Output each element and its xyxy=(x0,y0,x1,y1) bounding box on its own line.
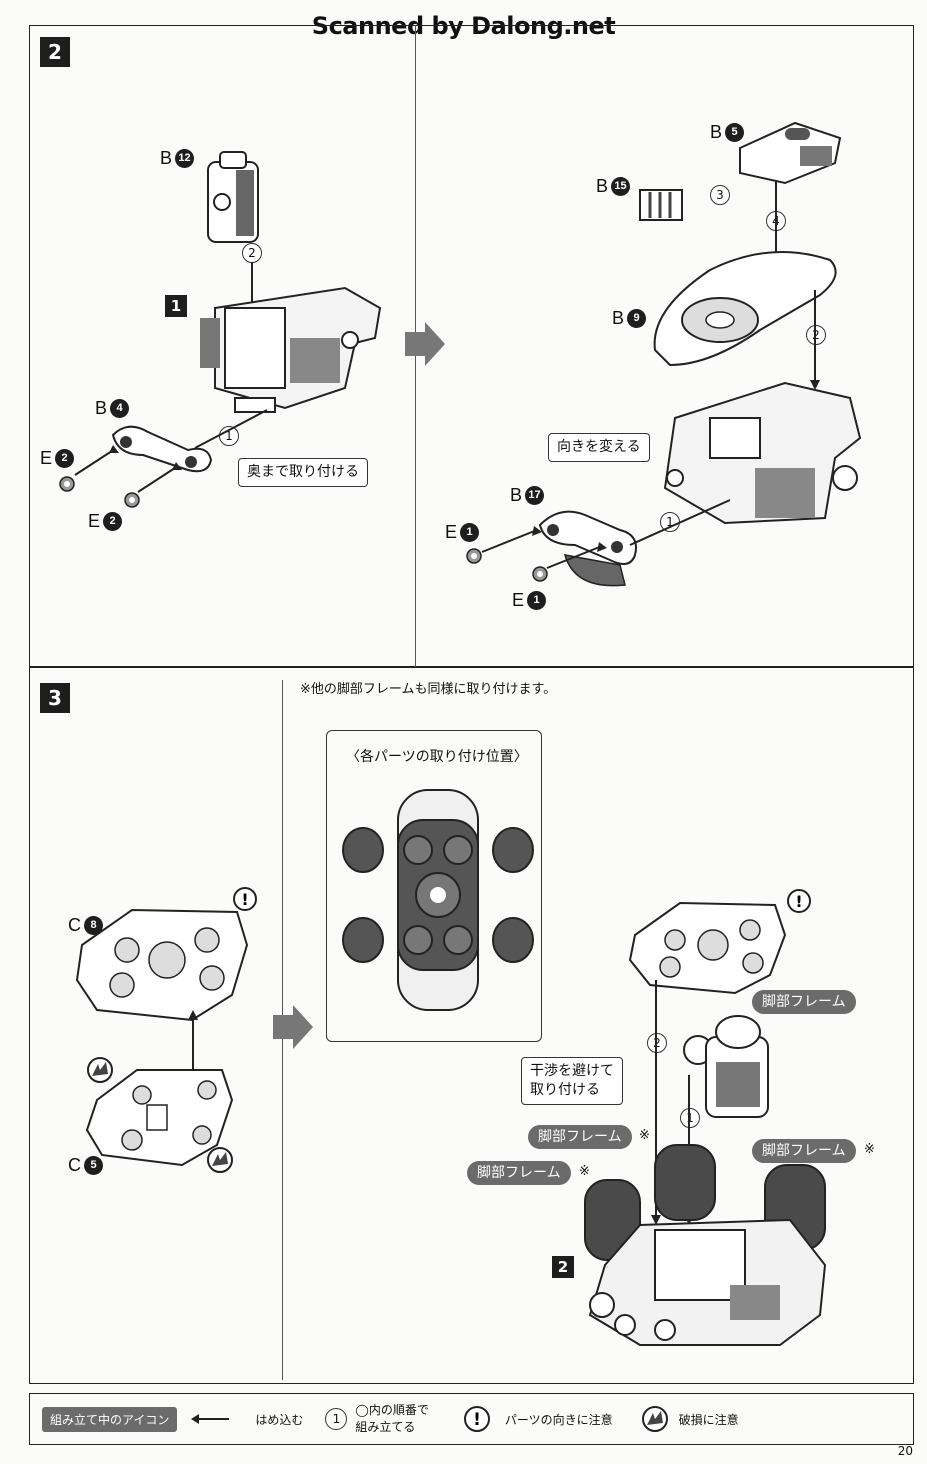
legend-press-fit: はめ込む xyxy=(255,1412,304,1427)
breakage-caution-legend-icon xyxy=(641,1406,668,1432)
part-b15-drawing xyxy=(639,189,683,221)
leg-frame-drawing-top xyxy=(683,1015,769,1118)
svg-text:!: ! xyxy=(795,892,802,911)
arrow-b9-down xyxy=(810,290,820,390)
part-b4-drawing xyxy=(111,425,213,473)
body-assembly-1-drawing xyxy=(200,286,382,413)
step-number-2: 2 xyxy=(40,37,70,67)
legend-breakage: 破損に注意 xyxy=(678,1412,739,1427)
direction-caution-icon: ! xyxy=(233,887,257,911)
order-marker-3: 3 xyxy=(710,185,730,205)
leg-frame-label-right: 脚部フレーム xyxy=(752,1139,856,1163)
order-marker-1-right: 1 xyxy=(660,512,680,532)
inset-box xyxy=(326,730,542,1042)
transition-arrow-step2 xyxy=(405,322,445,366)
part-b12-drawing xyxy=(207,151,259,243)
svg-text:!: ! xyxy=(241,890,248,909)
watermark-text: Scanned by Dalong.net xyxy=(311,12,616,40)
legend-direction: パーツの向きに注意 xyxy=(504,1412,613,1427)
transition-arrow-step3 xyxy=(273,1005,313,1049)
part-e2-washer-top xyxy=(59,476,75,492)
part-e1-washer-top xyxy=(466,548,482,564)
step3-panel xyxy=(29,667,914,1384)
subassembly-1-badge: 1 xyxy=(165,295,187,317)
asterisk-left: ※ xyxy=(579,1164,590,1179)
asterisk-mid: ※ xyxy=(639,1128,650,1143)
part-c8-drawing-right xyxy=(628,901,787,995)
part-c5-drawing xyxy=(85,1069,234,1167)
direction-caution-legend-icon: ! xyxy=(463,1406,490,1432)
arrow-b17-to-body xyxy=(629,499,731,546)
arrow-b4-to-body xyxy=(194,409,268,449)
legend-order-text: ◯内の順番で 組み立てる xyxy=(355,1403,429,1434)
part-c8-drawing xyxy=(75,908,249,1022)
part-e1-washer-bottom xyxy=(532,566,548,582)
leg-frame-label-top: 脚部フレーム xyxy=(752,990,856,1014)
arrow-e2-top xyxy=(74,445,119,476)
part-b5-drawing xyxy=(739,121,842,185)
subassembly-2-badge: 2 xyxy=(552,1256,574,1278)
arrow-e2-bottom xyxy=(137,462,182,493)
page-number: 20 xyxy=(897,1444,913,1458)
callout-avoid-interference: 干渉を避けて 取り付ける xyxy=(521,1057,623,1105)
part-b9-drawing xyxy=(653,251,837,367)
icon-legend: 組み立て中のアイコン はめ込む 1 ◯内の順番で 組み立てる ! パーツの向きに… xyxy=(29,1393,914,1445)
press-fit-arrow-icon xyxy=(191,1414,230,1424)
leg-frame-label-left: 脚部フレーム xyxy=(467,1161,571,1185)
final-assembly-drawing xyxy=(584,1144,827,1346)
callout-change-direction: 向きを変える xyxy=(548,433,650,462)
arrow-e1-top xyxy=(481,526,542,553)
inset-title: 〈各パーツの取り付け位置〉 xyxy=(346,749,528,765)
direction-caution-icon-right: ! xyxy=(787,889,811,913)
svg-text:!: ! xyxy=(473,1410,481,1430)
asterisk-right: ※ xyxy=(864,1142,875,1157)
part-e2-washer-bottom xyxy=(124,492,140,508)
step3-note: ※他の脚部フレームも同様に取り付けます。 xyxy=(300,682,557,697)
leg-frame-label-mid: 脚部フレーム xyxy=(528,1125,632,1149)
breakage-caution-icon-top xyxy=(87,1057,113,1083)
breakage-caution-icon-bottom xyxy=(207,1147,233,1173)
body-assembly-right-drawing xyxy=(663,381,862,525)
order-marker-2: 2 xyxy=(242,243,262,263)
part-b17-drawing xyxy=(538,510,637,587)
callout-push-fully: 奥まで取り付ける xyxy=(238,458,368,487)
legend-title: 組み立て中のアイコン xyxy=(42,1406,178,1432)
order-circle-icon: 1 xyxy=(325,1408,348,1430)
arrow-e1-bottom xyxy=(546,542,607,569)
step-number-3: 3 xyxy=(40,683,70,713)
step2-panel xyxy=(29,25,914,667)
inset-assembly-drawing xyxy=(342,789,534,1011)
